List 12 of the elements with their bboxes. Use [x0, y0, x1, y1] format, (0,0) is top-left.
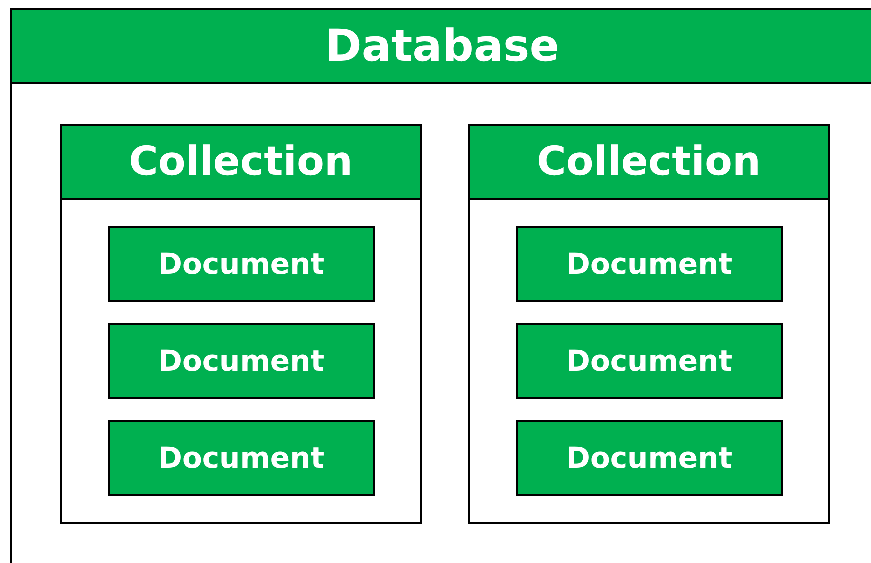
header-band: Collection [62, 126, 420, 200]
header-band: Database [12, 10, 871, 84]
collection-box [60, 124, 422, 524]
document-box: Document [516, 226, 783, 302]
document-box: Document [108, 323, 375, 399]
document-box: Document [516, 323, 783, 399]
document-box: Document [516, 420, 783, 496]
document-box: Document [108, 420, 375, 496]
database-box [10, 8, 871, 563]
collection-box [468, 124, 830, 524]
header-band: Collection [470, 126, 828, 200]
document-box: Document [108, 226, 375, 302]
